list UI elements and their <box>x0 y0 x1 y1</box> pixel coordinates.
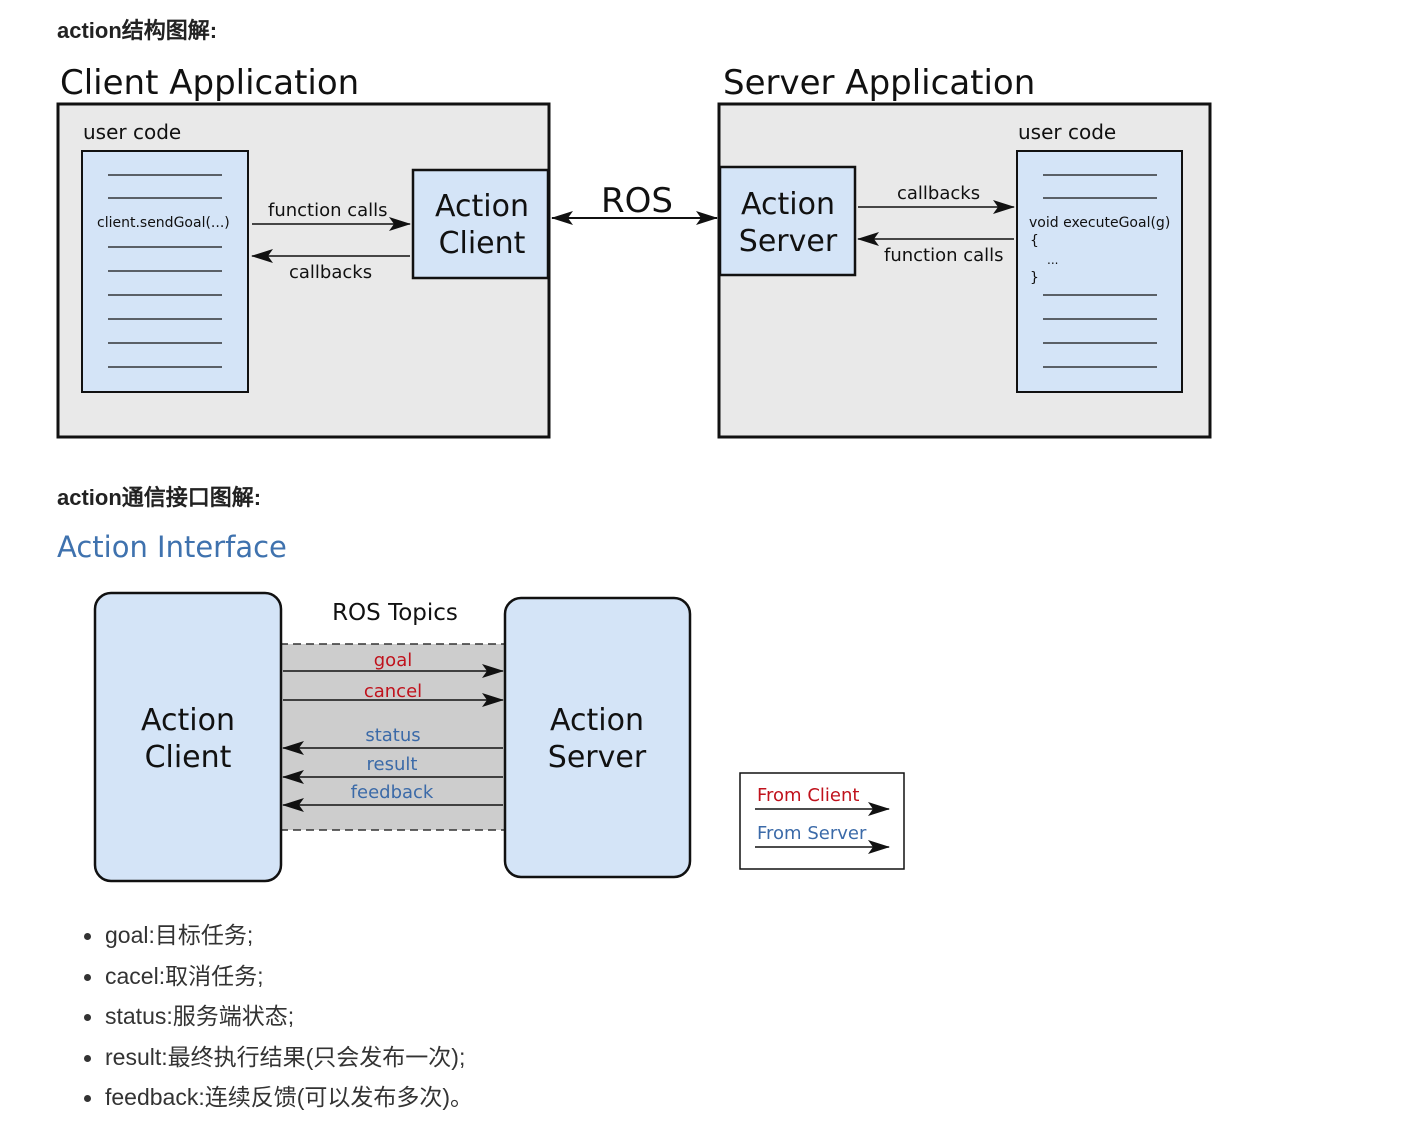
action-server-box-line1: Action <box>741 187 835 222</box>
ros-topics-label: ROS Topics <box>332 600 458 626</box>
legend-from-server: From Server <box>757 823 867 844</box>
topic-description-list: goal:目标任务; cacel:取消任务; status:服务端状态; res… <box>80 918 473 1121</box>
server-function-calls-label: function calls <box>884 245 1004 266</box>
action-server-box <box>718 165 857 277</box>
topic-result-label: result <box>367 754 418 775</box>
client-app-title: Client Application <box>60 63 359 103</box>
action-client-box <box>411 168 550 280</box>
list-item: goal:目标任务; <box>80 918 473 959</box>
interface-heading: action通信接口图解: <box>57 485 262 510</box>
list-item: result:最终执行结果(只会发布一次); <box>80 1040 473 1081</box>
interface-title: Action Interface <box>57 530 287 564</box>
interface-client-line2: Client <box>145 740 232 775</box>
list-item: status:服务端状态; <box>80 999 473 1040</box>
interface-action-server-box <box>503 596 692 879</box>
server-user-code-box <box>1016 150 1183 393</box>
client-function-calls-label: function calls <box>268 200 388 221</box>
interface-client-line1: Action <box>141 703 235 738</box>
server-code-ellipsis: ... <box>1047 253 1058 267</box>
topic-goal-label: goal <box>374 650 412 671</box>
client-callbacks-label: callbacks <box>289 262 372 283</box>
action-server-box-line2: Server <box>739 224 838 259</box>
topic-status-label: status <box>365 725 420 746</box>
server-code-close-brace: } <box>1030 270 1039 286</box>
server-code-open-brace: { <box>1030 233 1039 249</box>
interface-action-client-box <box>93 591 283 883</box>
topic-cancel-label: cancel <box>364 681 422 702</box>
server-callbacks-label: callbacks <box>897 183 980 204</box>
server-user-code-label: user code <box>1018 120 1116 144</box>
server-app-title: Server Application <box>723 63 1035 103</box>
ros-link-label: ROS <box>601 181 673 221</box>
interface-server-line1: Action <box>550 703 644 738</box>
server-code-lines <box>1043 174 1157 368</box>
list-item: feedback:连续反馈(可以发布多次)。 <box>80 1080 473 1121</box>
client-code-lines <box>108 174 222 368</box>
client-send-goal-code: client.sendGoal(...) <box>97 215 230 231</box>
ros-topics-band <box>280 644 506 830</box>
action-client-box-line2: Client <box>439 226 526 261</box>
legend-from-client: From Client <box>757 785 859 806</box>
list-item: cacel:取消任务; <box>80 959 473 1000</box>
action-client-box-line1: Action <box>435 189 529 224</box>
topic-feedback-label: feedback <box>351 782 434 803</box>
interface-server-line2: Server <box>548 740 647 775</box>
structure-heading: action结构图解: <box>57 18 218 43</box>
server-execute-goal-code: void executeGoal(g) <box>1029 215 1170 231</box>
client-user-code-label: user code <box>83 120 181 144</box>
